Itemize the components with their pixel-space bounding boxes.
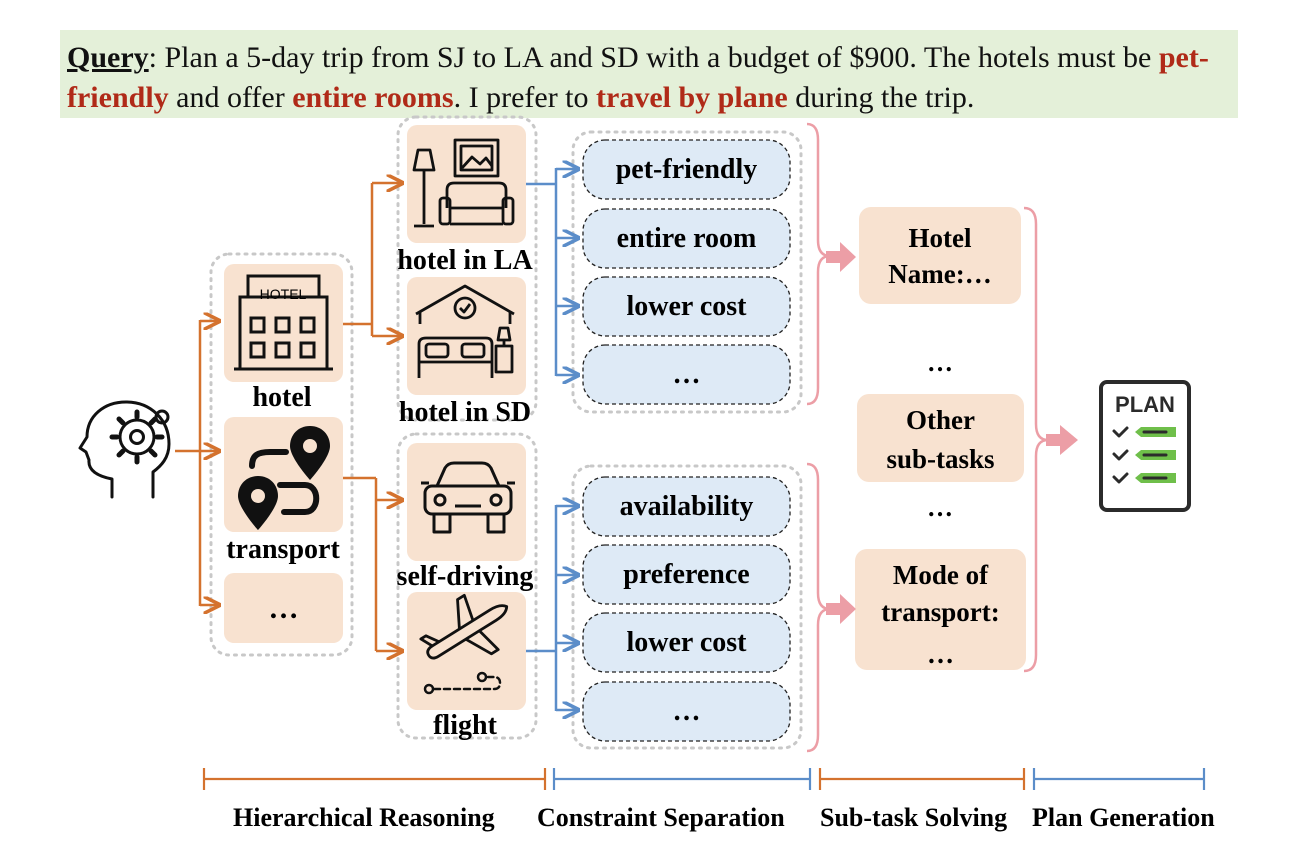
query-text: : Plan a 5-day trip from SJ to LA and SD… <box>148 41 1159 74</box>
query-text: during the trip. <box>787 81 975 114</box>
query-highlight-pet-friendly: pet-friendly <box>67 41 1209 114</box>
airplane-icon <box>419 593 509 695</box>
subtasks-dots-top: … <box>927 348 953 377</box>
hotel-sign-text: HOTEL <box>259 286 307 302</box>
constraint-more: … <box>672 696 701 727</box>
transport-level2-group <box>396 432 538 740</box>
subtasks-dots-bottom: … <box>927 493 953 522</box>
constraint-entire-room: entire room <box>616 223 757 254</box>
hotel-name-box <box>859 207 1021 304</box>
constraint-availability: availability <box>619 491 754 522</box>
constraint-pill <box>582 544 791 605</box>
plan-icon-label: PLAN <box>1115 392 1175 417</box>
constraint-pill <box>582 681 791 742</box>
hotel-level2-group <box>396 115 538 422</box>
stage-hierarchical-reasoning: Hierarchical Reasoning <box>233 803 495 832</box>
flight-box <box>407 592 526 710</box>
hotel-label: hotel <box>252 382 312 413</box>
more-box <box>224 573 343 643</box>
hotel-in-sd-label: hotel in SD <box>398 397 532 428</box>
constraint-connectors <box>526 168 578 711</box>
stage-plan-generation: Plan Generation <box>1032 803 1215 832</box>
hotel-building-icon <box>234 274 333 371</box>
transport-constraints-group <box>571 464 803 750</box>
hotel-box <box>224 264 343 382</box>
living-room-icon <box>412 138 515 228</box>
constraint-pill <box>582 476 791 537</box>
hierarchy-connectors <box>175 183 402 651</box>
hotel-name-line2: Name:… <box>888 259 992 289</box>
aggregation-arrows <box>826 242 1078 624</box>
car-icon <box>421 461 515 534</box>
hotel-constraints-group <box>571 130 803 414</box>
self-driving-label: self-driving <box>396 561 534 592</box>
constraint-lower-cost: lower cost <box>626 627 747 658</box>
mode-of-transport-line1: Mode of <box>892 560 989 590</box>
constraint-lower-cost: lower cost <box>626 291 747 322</box>
flight-label: flight <box>433 710 497 741</box>
head-gears-icon <box>78 400 171 499</box>
other-subtasks-line1: Other <box>906 405 975 435</box>
bedroom-icon <box>415 284 515 378</box>
transport-label: transport <box>226 534 340 565</box>
hotel-in-la-label: hotel in LA <box>397 245 533 276</box>
constraint-pill <box>582 276 791 337</box>
query-highlight-entire-rooms: entire rooms <box>292 81 454 114</box>
constraint-pill <box>582 208 791 269</box>
constraint-preference: preference <box>623 559 750 590</box>
stage-timeline <box>202 768 1206 790</box>
constraint-pet-friendly: pet-friendly <box>615 154 758 185</box>
hotel-name-line1: Hotel <box>908 223 972 253</box>
constraint-pill <box>582 139 791 200</box>
other-subtasks-box <box>857 394 1024 482</box>
mode-of-transport-line3: … <box>927 639 954 669</box>
query-text: . I prefer to <box>453 81 597 114</box>
mode-of-transport-box <box>855 549 1026 670</box>
other-subtasks-line2: sub-tasks <box>886 444 995 474</box>
constraint-more: … <box>672 359 701 390</box>
stage-constraint-separation: Constraint Separation <box>537 803 785 832</box>
query-text: and offer <box>168 81 293 114</box>
query-bar: Query: Plan a 5-day trip from SJ to LA a… <box>60 30 1238 118</box>
constraint-pill <box>582 344 791 405</box>
map-route-icon <box>238 426 330 530</box>
mode-of-transport-line2: transport: <box>881 597 1000 627</box>
query-label: Query <box>67 41 149 74</box>
stage-sub-task-solving: Sub-task Solving <box>820 803 1008 832</box>
more-label: … <box>268 592 299 625</box>
query-highlight-travel-by-plane: travel by plane <box>596 81 788 114</box>
plan-checklist-icon <box>1099 380 1191 512</box>
constraint-pill <box>582 612 791 673</box>
